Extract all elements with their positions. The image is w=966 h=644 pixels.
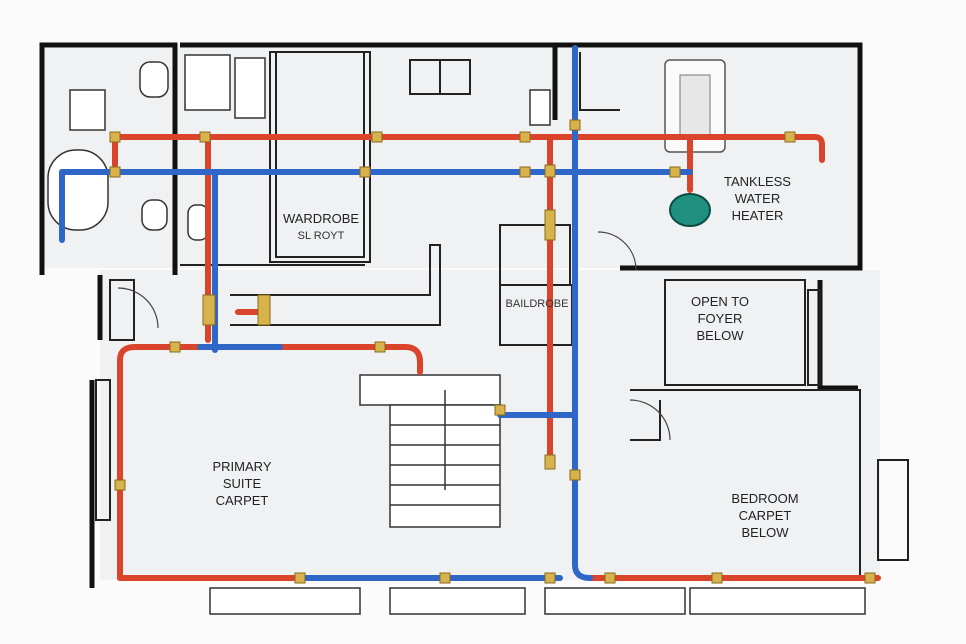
outer-walls (39, 42, 863, 588)
tankless-water-heater (664, 59, 726, 153)
circulation-pump (669, 193, 711, 227)
interior-walls (95, 51, 909, 575)
bedroom-label: BEDROOM CARPET BELOW (731, 491, 799, 540)
wardrobe-sub-label: SL ROYT (297, 230, 345, 242)
tankless-water-heater-label: TANKLESS WATER HEATER (724, 174, 791, 223)
door-swings (117, 231, 671, 441)
staircase (359, 374, 501, 528)
bairdrobe-label: BAILDROBE (505, 298, 569, 310)
pipe-fittings (109, 119, 876, 584)
cold-water-pipes (59, 45, 693, 581)
open-to-foyer-label: OPEN TO FOYER BELOW (690, 294, 750, 343)
windows (209, 587, 866, 615)
primary-suite-label: PRIMARY SUITE CARPET (212, 459, 272, 508)
wardrobe-label: WARDROBE (282, 211, 360, 226)
